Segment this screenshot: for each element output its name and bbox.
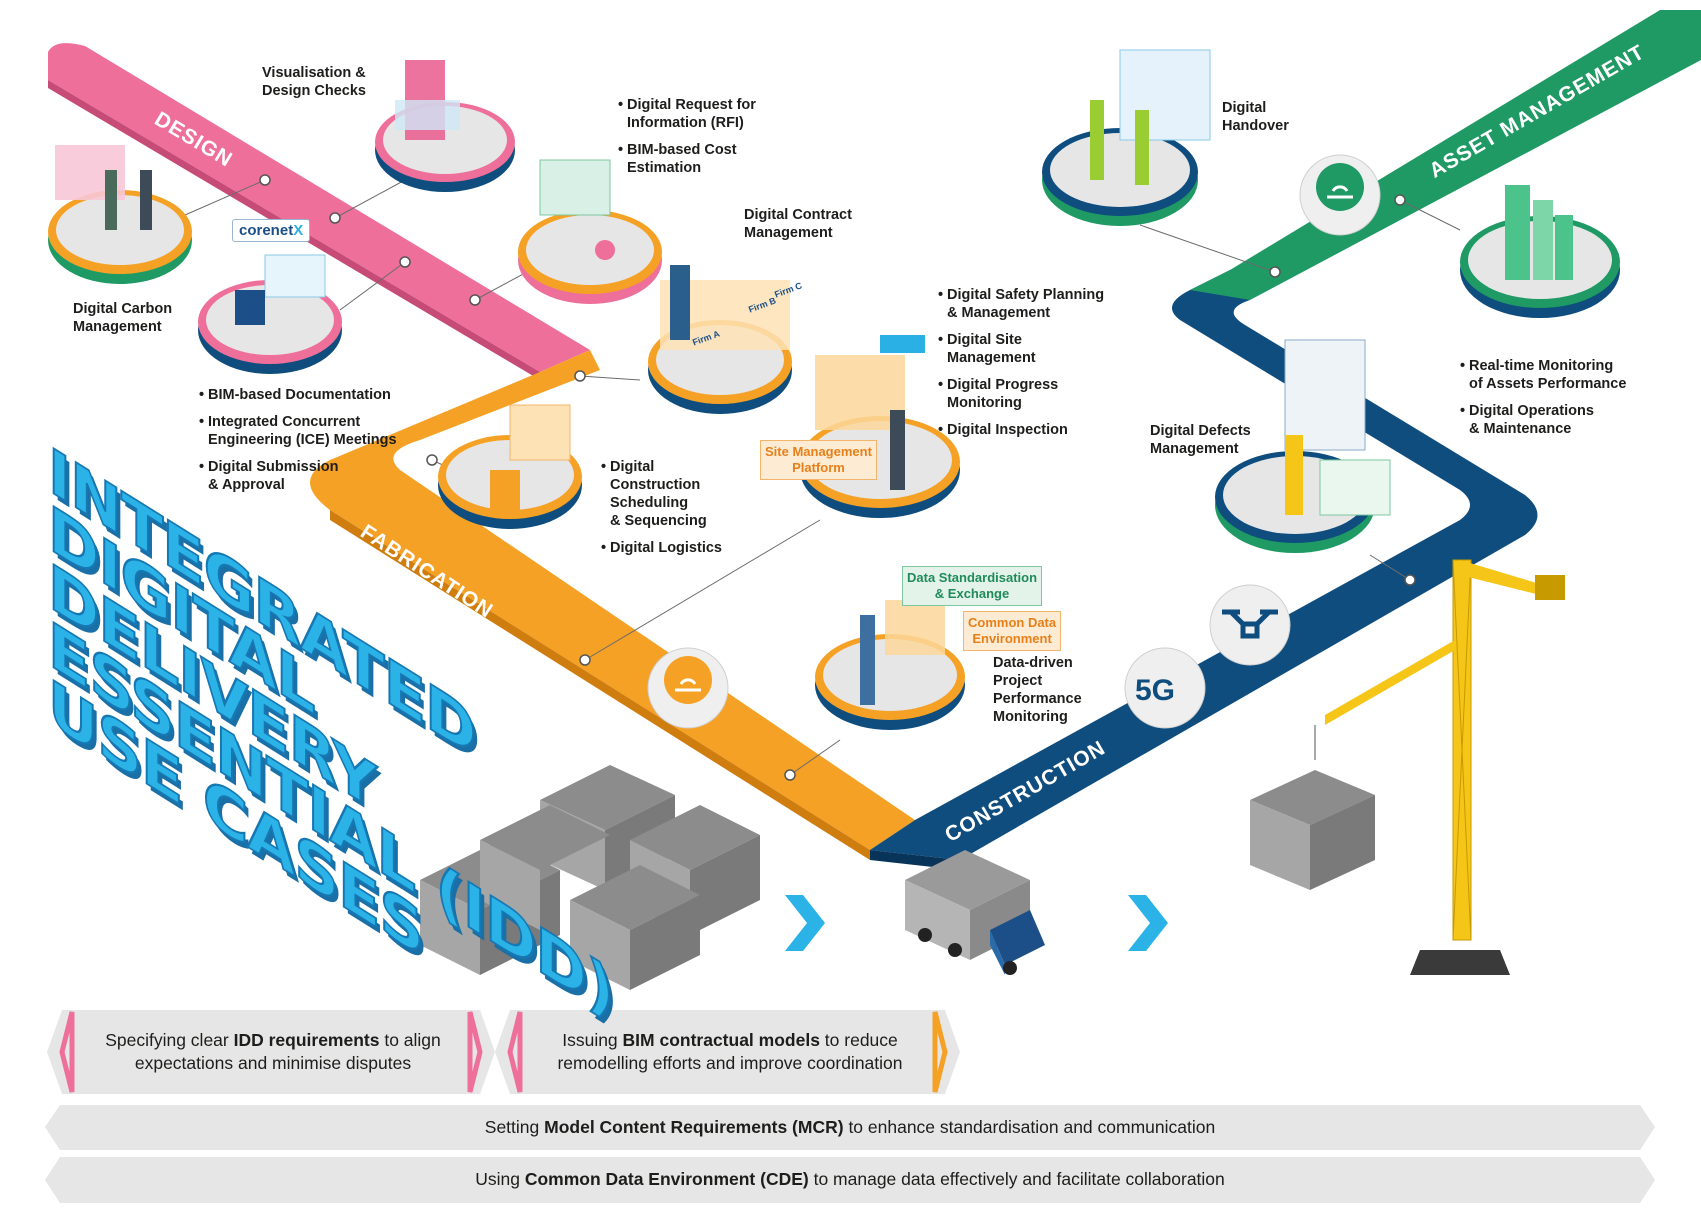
modular-buildings: [420, 765, 760, 990]
label-data-driven: Data-driven Project Performance Monitori…: [993, 655, 1082, 725]
banner-text: to enhance standardisation and communica…: [843, 1117, 1216, 1137]
label-handover: Digital Handover: [1222, 100, 1289, 134]
platform-discs: [48, 49, 1620, 730]
5g-icon: 5G: [1124, 647, 1206, 729]
fabrication-band-edge: [330, 510, 870, 860]
design-band: [48, 43, 590, 372]
disc-scheduling: [438, 404, 582, 529]
banner-text: to manage data effectively and facilitat…: [808, 1169, 1225, 1189]
list-item: Digital Inspection: [938, 421, 1104, 439]
corenet-x-mark: X: [293, 222, 304, 239]
disc-documentation: [198, 254, 342, 374]
list-item: Digital Site Management: [938, 331, 1104, 367]
disc-site: [800, 335, 960, 518]
list-item: Digital Submission & Approval: [199, 458, 397, 494]
banner-cde: Using Common Data Environment (CDE) to m…: [60, 1168, 1640, 1191]
connector-dots: [259, 174, 1416, 781]
construction-band: [870, 270, 1538, 860]
banner-text: Issuing: [562, 1030, 623, 1050]
banner-bold: Model Content Requirements (MCR): [544, 1117, 844, 1137]
list-item: Digital Operations & Maintenance: [1460, 402, 1626, 438]
chevron-right-icon: [785, 895, 825, 951]
list-item: Digital Safety Planning & Management: [938, 286, 1104, 322]
list-scheduling: Digital Construction Scheduling & Sequen…: [601, 458, 722, 566]
list-documentation: BIM-based Documentation Integrated Concu…: [199, 386, 397, 503]
list-safety: Digital Safety Planning & Management Dig…: [938, 286, 1104, 448]
tag-cde: Common Data Environment: [963, 611, 1062, 651]
list-assets: Real-time Monitoring of Assets Performan…: [1460, 357, 1626, 447]
label-contract: Digital Contract Management: [744, 207, 852, 241]
banner-text: Specifying clear: [105, 1030, 234, 1050]
disc-data-driven: [815, 600, 965, 730]
list-item: BIM-based Documentation: [199, 386, 397, 404]
tag-data-standardisation: Data Standardisation & Exchange: [902, 566, 1043, 606]
label-defects: Digital Defects Management: [1150, 423, 1251, 457]
disc-visualisation: [375, 60, 515, 192]
tower-crane: [1250, 559, 1565, 975]
list-item: Digital Progress Monitoring: [938, 376, 1104, 412]
list-item: Real-time Monitoring of Assets Performan…: [1460, 357, 1626, 393]
banner-text: Using: [475, 1169, 525, 1189]
list-rfi: Digital Request for Information (RFI) BI…: [618, 96, 756, 186]
banner-bim-models: Issuing BIM contractual models to reduce…: [525, 1029, 935, 1075]
drone-icon: [1209, 584, 1291, 666]
truck: [905, 850, 1045, 975]
svg-text:5G: 5G: [1135, 674, 1175, 707]
chevron-right-icon: [1128, 895, 1168, 951]
corenet-text: corenet: [239, 222, 294, 239]
banner-text: Setting: [484, 1117, 545, 1137]
list-item: BIM-based Cost Estimation: [618, 141, 756, 177]
disc-rfi: [518, 159, 662, 304]
disc-assets: [1460, 185, 1620, 318]
banner-bold: IDD requirements: [233, 1030, 380, 1050]
disc-contract: [648, 265, 792, 414]
banner-idd-requirements: Specifying clear IDD requirements to ali…: [78, 1029, 468, 1075]
list-item: Integrated Concurrent Engineering (ICE) …: [199, 413, 397, 449]
disc-carbon: [48, 145, 192, 284]
label-visualisation: Visualisation & Design Checks: [262, 65, 366, 99]
list-item: Digital Construction Scheduling & Sequen…: [601, 458, 722, 530]
fabrication-band: [310, 350, 915, 850]
banner-text: to align expectations and minimise dispu…: [134, 1030, 441, 1073]
banner-bold: Common Data Environment (CDE): [524, 1169, 809, 1189]
label-carbon: Digital Carbon Management: [73, 301, 173, 335]
tag-site-platform: Site Management Platform: [760, 440, 877, 480]
cloud-iot-icon: [1299, 154, 1381, 236]
banner-bold: BIM contractual models: [622, 1030, 820, 1050]
cloud-iot-icon: [647, 647, 729, 729]
list-item: Digital Logistics: [601, 539, 722, 557]
banner-text: to reduce remodelling efforts and improv…: [557, 1030, 903, 1073]
disc-defects: [1215, 339, 1391, 553]
banner-mcr: Setting Model Content Requirements (MCR)…: [60, 1116, 1640, 1139]
corenet-x-logo: corenetX: [232, 219, 311, 242]
disc-handover: [1042, 49, 1211, 226]
banner-shapes: [45, 1010, 1655, 1203]
list-item: Digital Request for Information (RFI): [618, 96, 756, 132]
